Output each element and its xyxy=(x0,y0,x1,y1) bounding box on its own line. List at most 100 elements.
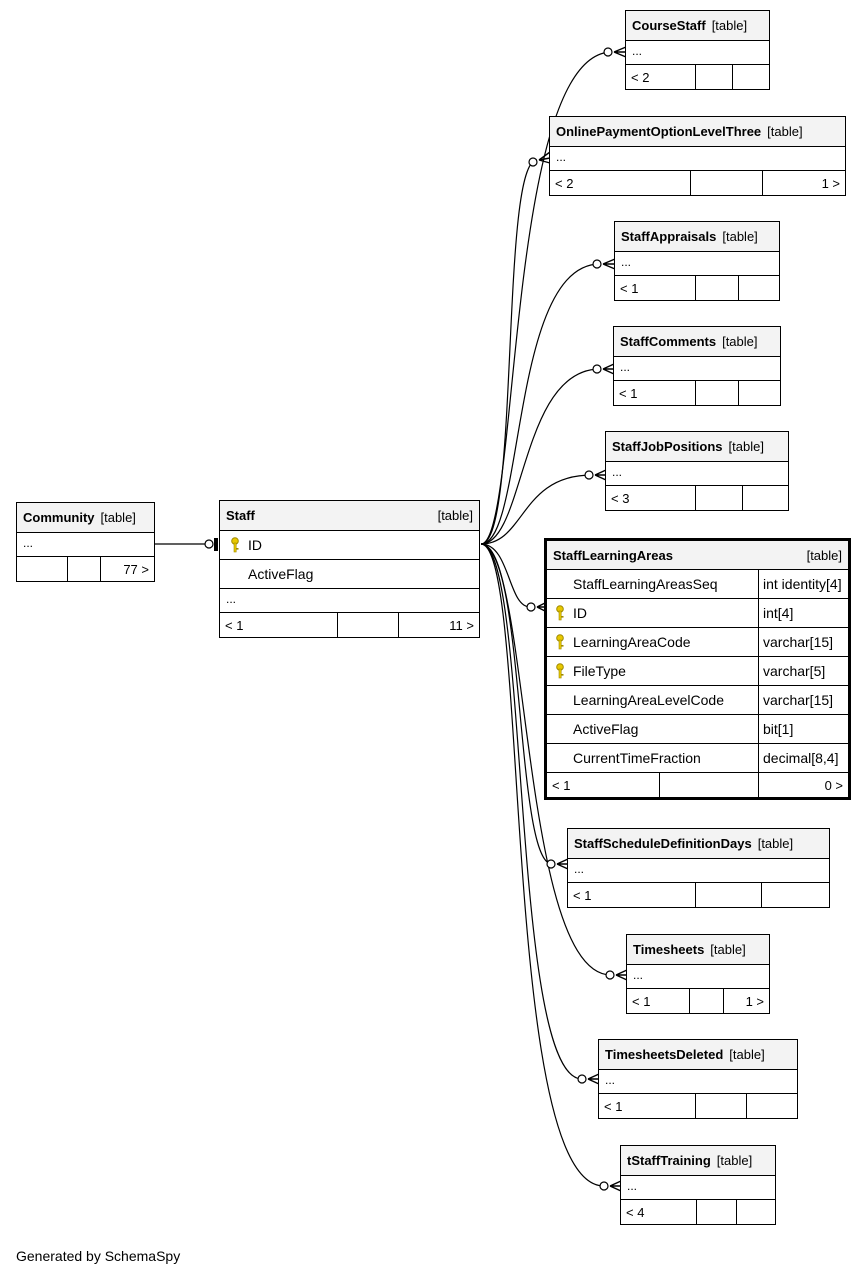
rows-count xyxy=(689,989,723,1013)
table-header: StaffLearningAreas [table] xyxy=(547,541,848,570)
columns-ellipsis: ... xyxy=(614,357,780,381)
column-name: LearningAreaCode xyxy=(573,634,691,650)
children-count xyxy=(742,486,788,510)
parents-count: < 1 xyxy=(604,1098,623,1114)
column-row: ID int[4] xyxy=(547,599,848,628)
table-footer: 77 > xyxy=(17,557,154,581)
column-type: varchar[15] xyxy=(758,628,848,656)
edge-one-bar xyxy=(214,538,218,551)
crows-foot xyxy=(602,363,615,375)
table-name: Staff xyxy=(226,508,255,523)
table-name: StaffComments xyxy=(620,334,717,349)
table-header: Timesheets [table] xyxy=(627,935,769,965)
table-tag: [table] xyxy=(437,508,473,523)
edge-staff-timesheets xyxy=(480,543,612,976)
table-tag: [table] xyxy=(711,18,748,33)
table-staffappraisals[interactable]: StaffAppraisals [table] ... < 1 xyxy=(614,221,780,301)
table-header: CourseStaff [table] xyxy=(626,11,769,41)
table-staff[interactable]: Staff [table] ID ActiveFlag ... < 1 11 > xyxy=(219,500,480,638)
column-type: varchar[15] xyxy=(758,686,848,714)
table-tag: [table] xyxy=(767,124,803,139)
table-staffjobpositions[interactable]: StaffJobPositions [table] ... < 3 xyxy=(605,431,789,511)
table-tstafftraining[interactable]: tStaffTraining [table] ... < 4 xyxy=(620,1145,776,1225)
table-footer: < 1 xyxy=(615,276,779,300)
table-footer: < 3 xyxy=(606,486,788,510)
children-count xyxy=(761,883,829,907)
parents-count: < 1 xyxy=(225,617,244,633)
parents-count: < 1 xyxy=(620,280,639,296)
column-name: ID xyxy=(573,605,587,621)
rows-count xyxy=(695,276,738,300)
column-type: varchar[5] xyxy=(758,657,848,685)
edge-staff-tstafftraining xyxy=(480,543,605,1187)
rows-count xyxy=(695,1094,746,1118)
table-timesheets[interactable]: Timesheets [table] ... < 1 1 > xyxy=(626,934,770,1014)
table-tag: [table] xyxy=(722,229,758,244)
columns-ellipsis: ... xyxy=(17,533,154,557)
columns-ellipsis: ... xyxy=(621,1176,775,1200)
parents-count: < 2 xyxy=(555,175,574,191)
table-header: StaffScheduleDefinitionDays [table] xyxy=(568,829,829,859)
table-footer: < 1 0 > xyxy=(547,773,848,797)
rows-count xyxy=(695,883,761,907)
column-type: decimal[8,4] xyxy=(758,744,848,772)
table-footer: < 1 11 > xyxy=(220,613,479,637)
table-header: Community [table] xyxy=(17,503,154,533)
edge-marker-circle xyxy=(592,364,602,374)
rows-count xyxy=(659,773,758,797)
table-name: OnlinePaymentOptionLevelThree xyxy=(556,124,762,139)
column-row: ID xyxy=(220,531,479,560)
crows-foot xyxy=(602,258,616,270)
table-staffcomments[interactable]: StaffComments [table] ... < 1 xyxy=(613,326,781,406)
table-header: OnlinePaymentOptionLevelThree [table] xyxy=(550,117,845,147)
table-footer: < 1 xyxy=(614,381,780,405)
children-count xyxy=(738,276,779,300)
table-timesheetsdeleted[interactable]: TimesheetsDeleted [table] ... < 1 xyxy=(598,1039,798,1119)
children-count xyxy=(736,1200,775,1224)
columns-ellipsis: ... xyxy=(568,859,829,883)
table-tag: [table] xyxy=(722,334,758,349)
table-coursestaff[interactable]: CourseStaff [table] ... < 2 xyxy=(625,10,770,90)
column-name: ID xyxy=(248,537,262,553)
columns-ellipsis: ... xyxy=(599,1070,797,1094)
key-icon xyxy=(556,634,564,650)
table-staffscheduledefinitiondays[interactable]: StaffScheduleDefinitionDays [table] ... … xyxy=(567,828,830,908)
column-type: bit[1] xyxy=(758,715,848,743)
column-row: CurrentTimeFraction decimal[8,4] xyxy=(547,744,848,773)
table-name: tStaffTraining xyxy=(627,1153,711,1168)
key-icon xyxy=(556,605,564,621)
table-name: StaffJobPositions xyxy=(612,439,723,454)
table-footer: < 2 1 > xyxy=(550,171,845,195)
children-count xyxy=(738,381,780,405)
columns-ellipsis: ... xyxy=(220,589,479,613)
table-header: StaffComments [table] xyxy=(614,327,780,357)
table-name: StaffScheduleDefinitionDays xyxy=(574,836,752,851)
edge-staff-staffappraisals xyxy=(480,263,601,545)
table-name: Timesheets xyxy=(633,942,705,957)
rows-count xyxy=(337,613,398,637)
table-stafflearningareas[interactable]: StaffLearningAreas [table] StaffLearning… xyxy=(544,538,851,800)
columns-ellipsis: ... xyxy=(606,462,788,486)
column-row: ActiveFlag xyxy=(220,560,479,589)
table-header: Staff [table] xyxy=(220,501,479,531)
table-community[interactable]: Community [table] ... 77 > xyxy=(16,502,155,582)
columns-ellipsis: ... xyxy=(626,41,769,65)
key-icon xyxy=(556,663,564,679)
column-row: LearningAreaCode varchar[15] xyxy=(547,628,848,657)
parents-count: < 4 xyxy=(626,1204,645,1220)
children-count: 11 > xyxy=(398,613,479,637)
column-row: LearningAreaLevelCode varchar[15] xyxy=(547,686,848,715)
edge-marker-circle xyxy=(584,470,594,480)
children-count: 0 > xyxy=(758,773,848,797)
column-row: ActiveFlag bit[1] xyxy=(547,715,848,744)
column-type: int identity[4] xyxy=(758,570,848,598)
parents-count: < 1 xyxy=(619,385,638,401)
edge-marker-circle xyxy=(599,1181,609,1191)
edge-staff-coursestaff xyxy=(480,51,613,545)
table-onlinepaymentoptionlevelthree[interactable]: OnlinePaymentOptionLevelThree [table] ..… xyxy=(549,116,846,196)
edge-marker-circle xyxy=(546,859,556,869)
parents-count: < 2 xyxy=(631,69,650,85)
edge-marker-circle xyxy=(605,970,615,980)
rows-count xyxy=(695,381,738,405)
table-name: CourseStaff xyxy=(632,18,706,33)
